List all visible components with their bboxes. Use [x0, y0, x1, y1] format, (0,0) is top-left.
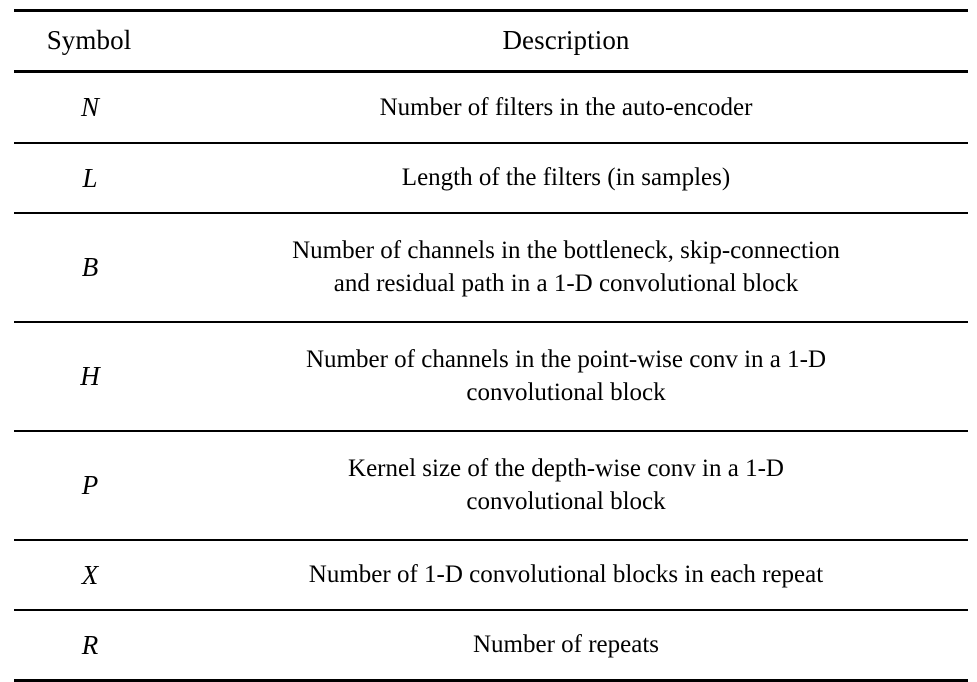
column-header-description: Description: [502, 25, 630, 55]
column-header-symbol: Symbol: [46, 25, 132, 55]
description-line: Kernel size of the depth-wise conv in a …: [348, 454, 784, 482]
cell-symbol: X: [81, 559, 99, 590]
table-row-rule: [14, 211, 968, 214]
cell-description: Kernel size of the depth-wise conv in a …: [164, 432, 968, 539]
table-body: Symbol Description: [14, 9, 968, 74]
cell-symbol: P: [81, 470, 99, 501]
table-row-rule: [14, 429, 968, 432]
table-row: P Kernel size of the depth-wise conv in a…: [14, 432, 968, 539]
table-top-rule: [14, 9, 968, 12]
rule-line: [14, 9, 968, 12]
rule-line: [14, 608, 968, 611]
cell-description: Length of the filters (in samples): [164, 144, 968, 212]
description-line: convolutional block: [466, 379, 666, 407]
description-line: Number of 1-D convolutional blocks in ea…: [308, 561, 824, 589]
table-row: H Number of channels in the point-wise co…: [14, 323, 968, 430]
table-row: R Number of repeats: [14, 611, 968, 679]
description-line: Number of channels in the bottleneck, sk…: [292, 236, 840, 264]
rule-line: [14, 320, 968, 323]
table-row-rule: [14, 538, 968, 541]
symbol-description-table-container: Symbol Description N Number of filters in…: [14, 9, 968, 682]
cell-symbol: H: [80, 361, 100, 392]
table-row-rule: [14, 608, 968, 611]
cell-description: Number of repeats: [164, 611, 968, 679]
cell-symbol: L: [82, 162, 98, 193]
table-row: N Number of filters in the auto-encoder: [14, 73, 968, 141]
rule-line: [14, 538, 968, 541]
table-header-rule: [14, 70, 968, 74]
description-line: Number of channels in the point-wise con…: [305, 345, 826, 373]
description-line: and residual path in a 1-D convolutional…: [333, 270, 799, 298]
cell-symbol: N: [80, 92, 99, 123]
table-row: B Number of channels in the bottleneck, s…: [14, 214, 968, 321]
table-row-rule: [14, 141, 968, 144]
cell-description: Number of 1-D convolutional blocks in ea…: [164, 541, 968, 609]
cell-symbol: R: [81, 629, 99, 660]
rule-line: [14, 429, 968, 432]
symbol-description-table: Symbol Description: [14, 9, 968, 74]
rule-line: [14, 211, 968, 214]
rule-line: [14, 70, 968, 74]
description-line: Number of filters in the auto-encoder: [379, 93, 753, 121]
description-line: convolutional block: [466, 488, 666, 516]
table-header-row: Symbol Description: [14, 12, 968, 70]
description-line: Length of the filters (in samples): [401, 163, 731, 191]
rule-line: [14, 141, 968, 144]
cell-symbol: B: [81, 252, 99, 283]
table-row: X Number of 1-D convolutional blocks in e…: [14, 541, 968, 609]
cell-description: Number of filters in the auto-encoder: [164, 73, 968, 141]
cell-description: Number of channels in the bottleneck, sk…: [164, 214, 968, 321]
table-row-rule: [14, 320, 968, 323]
cell-description: Number of channels in the point-wise con…: [164, 323, 968, 430]
table-row: L Length of the filters (in samples): [14, 144, 968, 212]
description-line: Number of repeats: [472, 631, 660, 659]
